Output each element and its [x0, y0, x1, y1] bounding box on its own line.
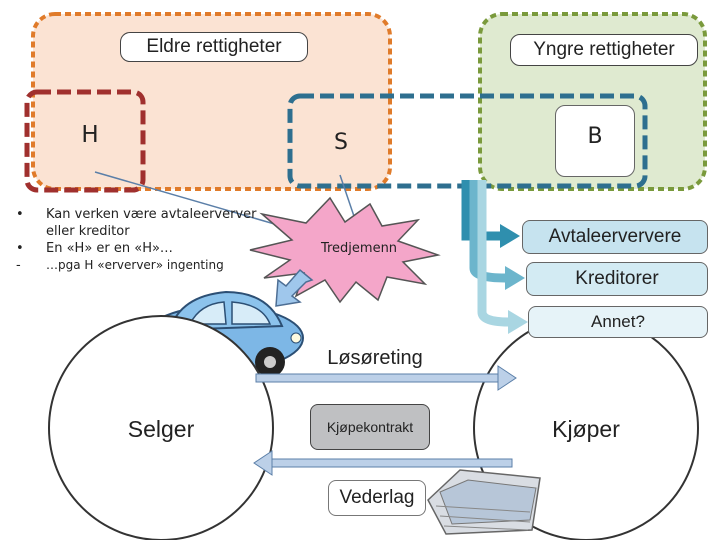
bullet-text: En «H» er en «H»…: [46, 241, 173, 256]
party-b-box: [555, 105, 635, 177]
bullet-row: • En «H» er en «H»…: [14, 240, 284, 257]
tredjemenn-starburst: [249, 196, 441, 304]
kjoper-label: Kjøper: [552, 416, 620, 442]
party-h: H: [81, 122, 99, 148]
selger-label: Selger: [127, 416, 195, 442]
bullet-mark: •: [16, 207, 24, 222]
note-bullets: • Kan verken være avtaleerverver eller kr…: [14, 206, 284, 274]
arrow-to-car: [275, 268, 314, 307]
party-s: S: [334, 130, 348, 155]
vederlag-arrow-shaft: [267, 458, 513, 468]
losoereting-arrowhead: [497, 365, 517, 391]
younger-rights-label: Yngre rettigheter: [510, 34, 698, 66]
bullet-text: Kan verken være avtaleerverver eller kre…: [46, 207, 257, 239]
losoereting-arrow-shaft: [255, 373, 503, 383]
branch-arrowhead-kreditorer: [505, 266, 525, 290]
category-avtaleerververe: Avtaleerververe: [522, 220, 708, 254]
elder-rights-label: Eldre rettigheter: [120, 32, 308, 62]
category-annet: Annet?: [528, 306, 708, 338]
selger-circle: [48, 315, 274, 540]
h-to-tredjemenn-line: [94, 171, 303, 233]
bullet-text: …pga H «erverver» ingenting: [46, 258, 224, 272]
category-kreditorer: Kreditorer: [526, 262, 708, 296]
branch-arrowhead-annet: [508, 310, 528, 334]
bullet-row: • Kan verken være avtaleerverver eller kr…: [14, 206, 284, 240]
party-b: B: [587, 124, 603, 149]
branch-arrow-annet: [477, 180, 509, 327]
vederlag-arrowhead: [253, 450, 273, 476]
tredjemenn-label: Tredjemenn: [320, 241, 398, 256]
kjopekontrakt-box: Kjøpekontrakt: [310, 404, 430, 450]
h-box: [24, 89, 146, 193]
branch-arrowhead-avtaleerververe: [500, 224, 520, 248]
losoereting-label: Løsøreting: [327, 347, 423, 369]
bullet-row: - …pga H «erverver» ingenting: [14, 257, 284, 274]
money-illustration: [427, 469, 541, 535]
bullet-mark: -: [16, 258, 21, 273]
bullet-mark: •: [16, 241, 24, 256]
vederlag-box: Vederlag: [328, 480, 426, 516]
